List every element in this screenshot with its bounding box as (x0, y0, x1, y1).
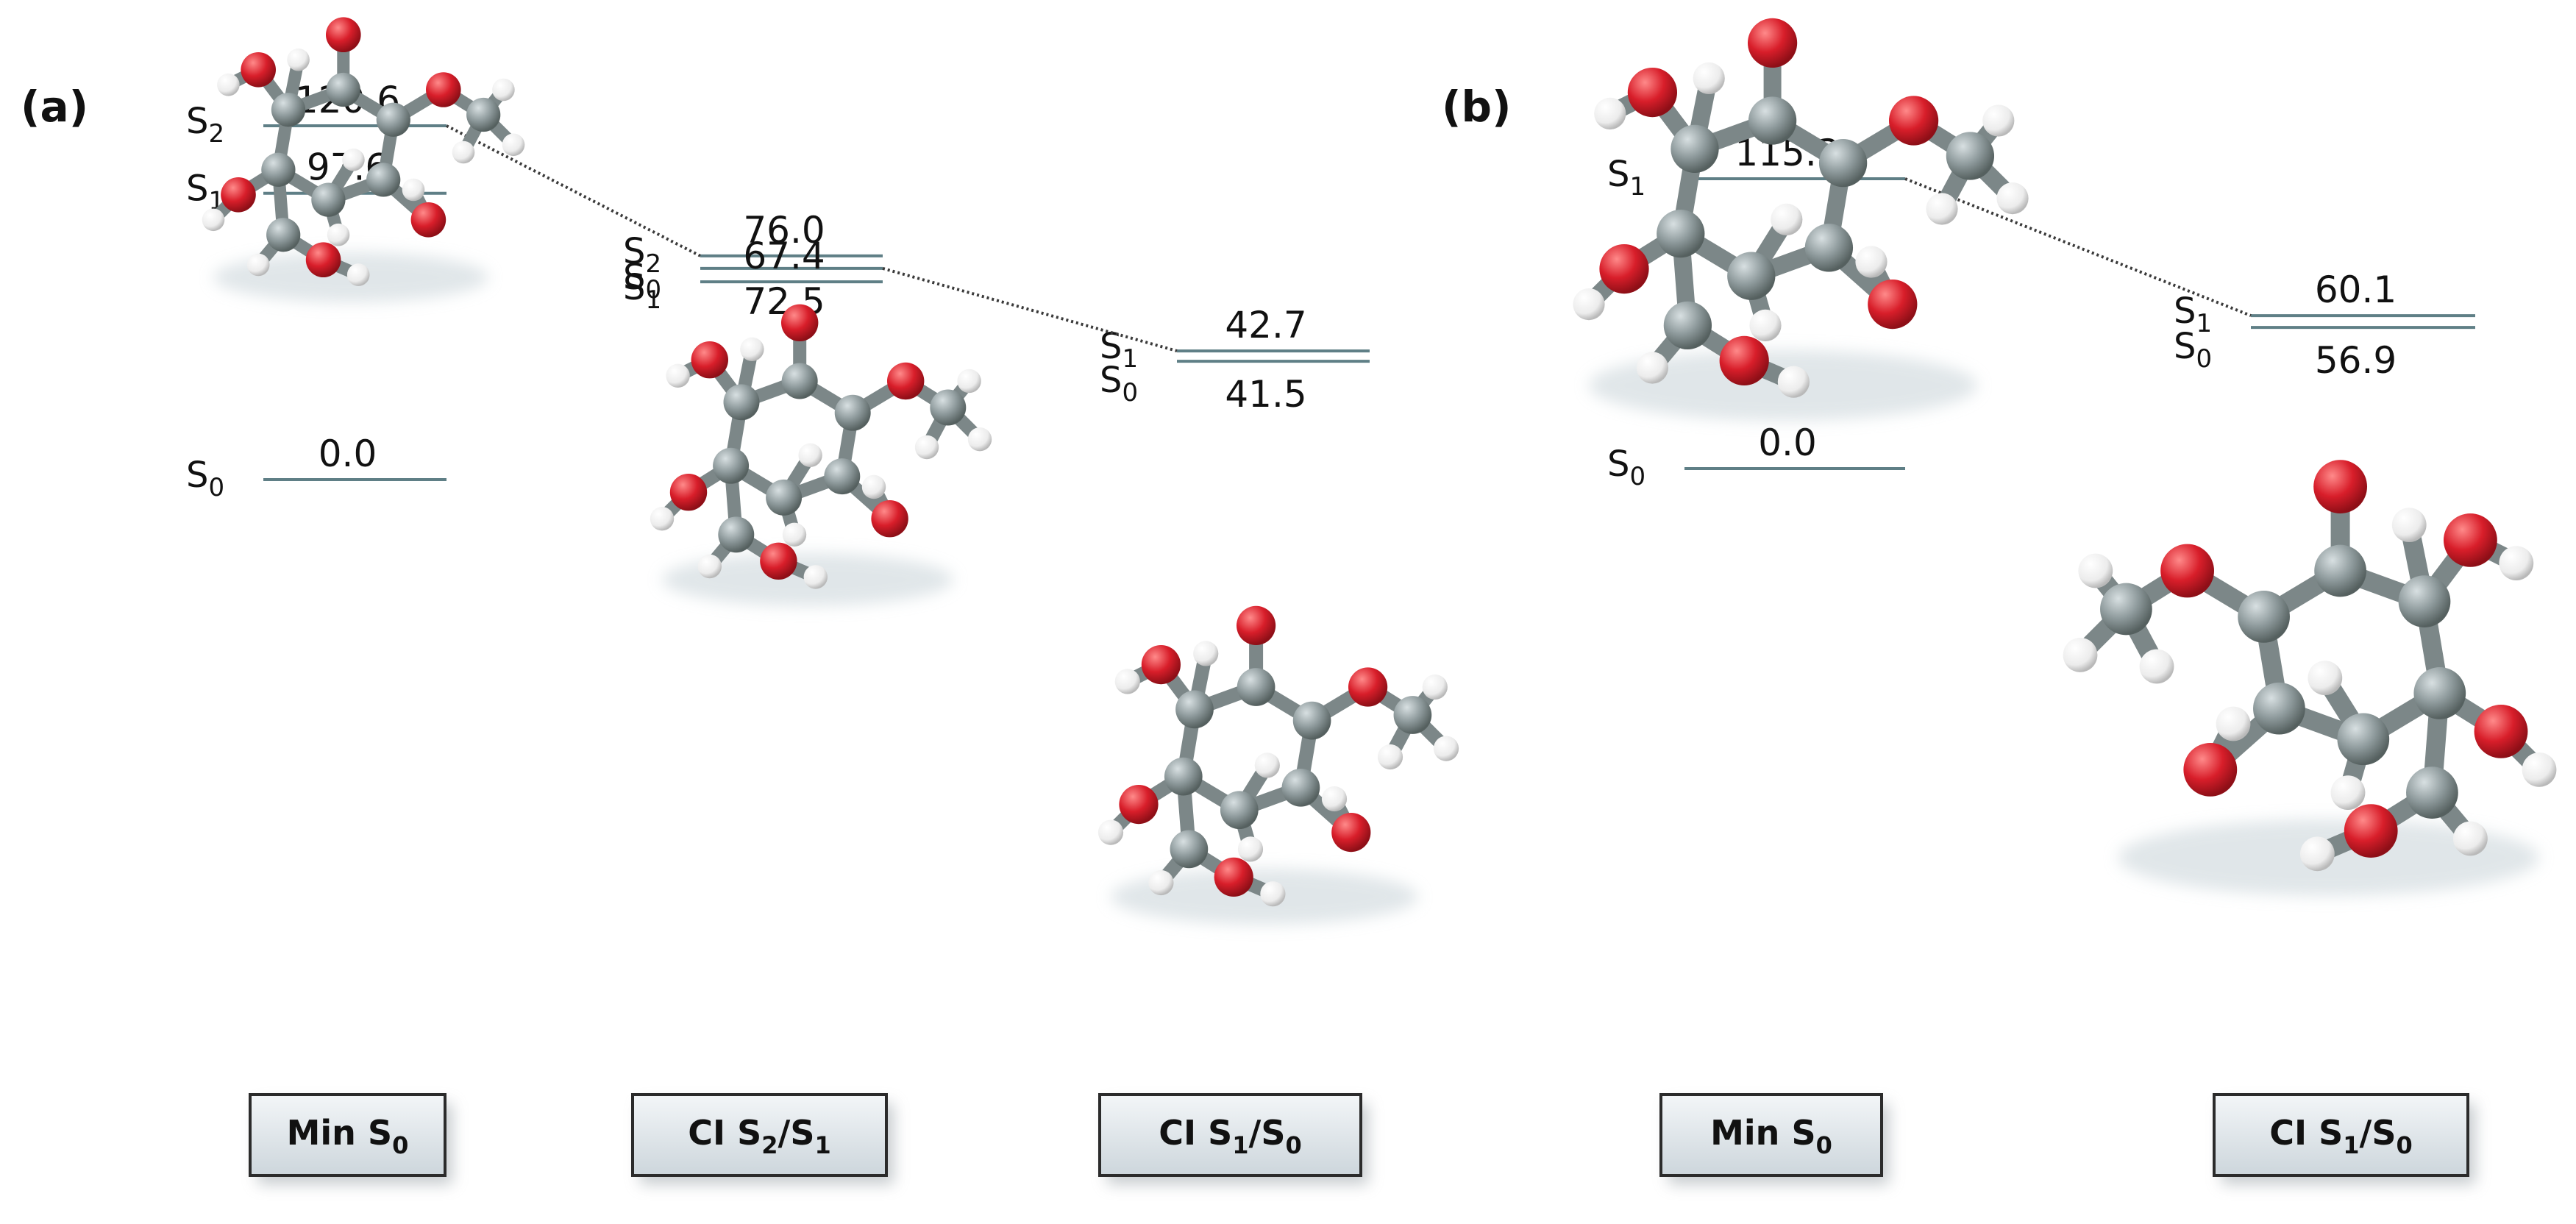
energy-value: 60.1 (2315, 268, 2397, 311)
geometry-label: Min S0 (287, 1113, 409, 1159)
geometry-label: Min S0 (1710, 1113, 1832, 1159)
energy-value: 56.9 (2315, 339, 2397, 382)
energy-value: 67.4 (743, 235, 825, 277)
energy-value: 0.0 (319, 433, 377, 475)
state-label: S0 (1607, 444, 1645, 491)
geometry-box (1659, 1093, 1883, 1177)
geometry-box (1098, 1093, 1362, 1177)
geometry-label: CI S1/S0 (1159, 1113, 1302, 1159)
molecule-structure-icon (2063, 460, 2557, 896)
connector-line (1904, 177, 2252, 317)
geometry-label: CI S2/S1 (688, 1113, 831, 1159)
geometry-box (631, 1093, 888, 1177)
state-label: S1 (2174, 291, 2212, 338)
molecule-structure-icon (202, 17, 525, 302)
column-ci-s1-s0: S1 60.1S0 56.9 CI S1/S0 (2174, 268, 2475, 1184)
state-label: S0 (1100, 360, 1138, 408)
state-label: S2 (623, 231, 661, 279)
state-label: S1 (1607, 154, 1645, 202)
energy-value: 42.7 (1225, 304, 1306, 346)
panel-label: (b) (1442, 82, 1512, 132)
energy-value: 0.0 (1758, 421, 1817, 464)
state-label: S0 (623, 257, 661, 305)
connector-line (446, 124, 701, 257)
geometry-box (2213, 1093, 2469, 1177)
state-label: S0 (186, 455, 224, 502)
energy-value: 76.0 (743, 209, 825, 252)
molecule-structure-icon (650, 304, 992, 606)
energy-value: 41.5 (1225, 373, 1306, 416)
molecule-structure-icon (1573, 18, 2029, 421)
state-label: S2 (186, 101, 224, 149)
molecule-structure-icon (1097, 605, 1459, 925)
geometry-box (249, 1093, 446, 1177)
state-label: S1 (623, 267, 661, 315)
state-label: S0 (2174, 326, 2212, 374)
geometry-label: CI S1/S0 (2269, 1113, 2413, 1159)
panel-label: (a) (21, 82, 88, 132)
connector-line (882, 266, 1178, 353)
